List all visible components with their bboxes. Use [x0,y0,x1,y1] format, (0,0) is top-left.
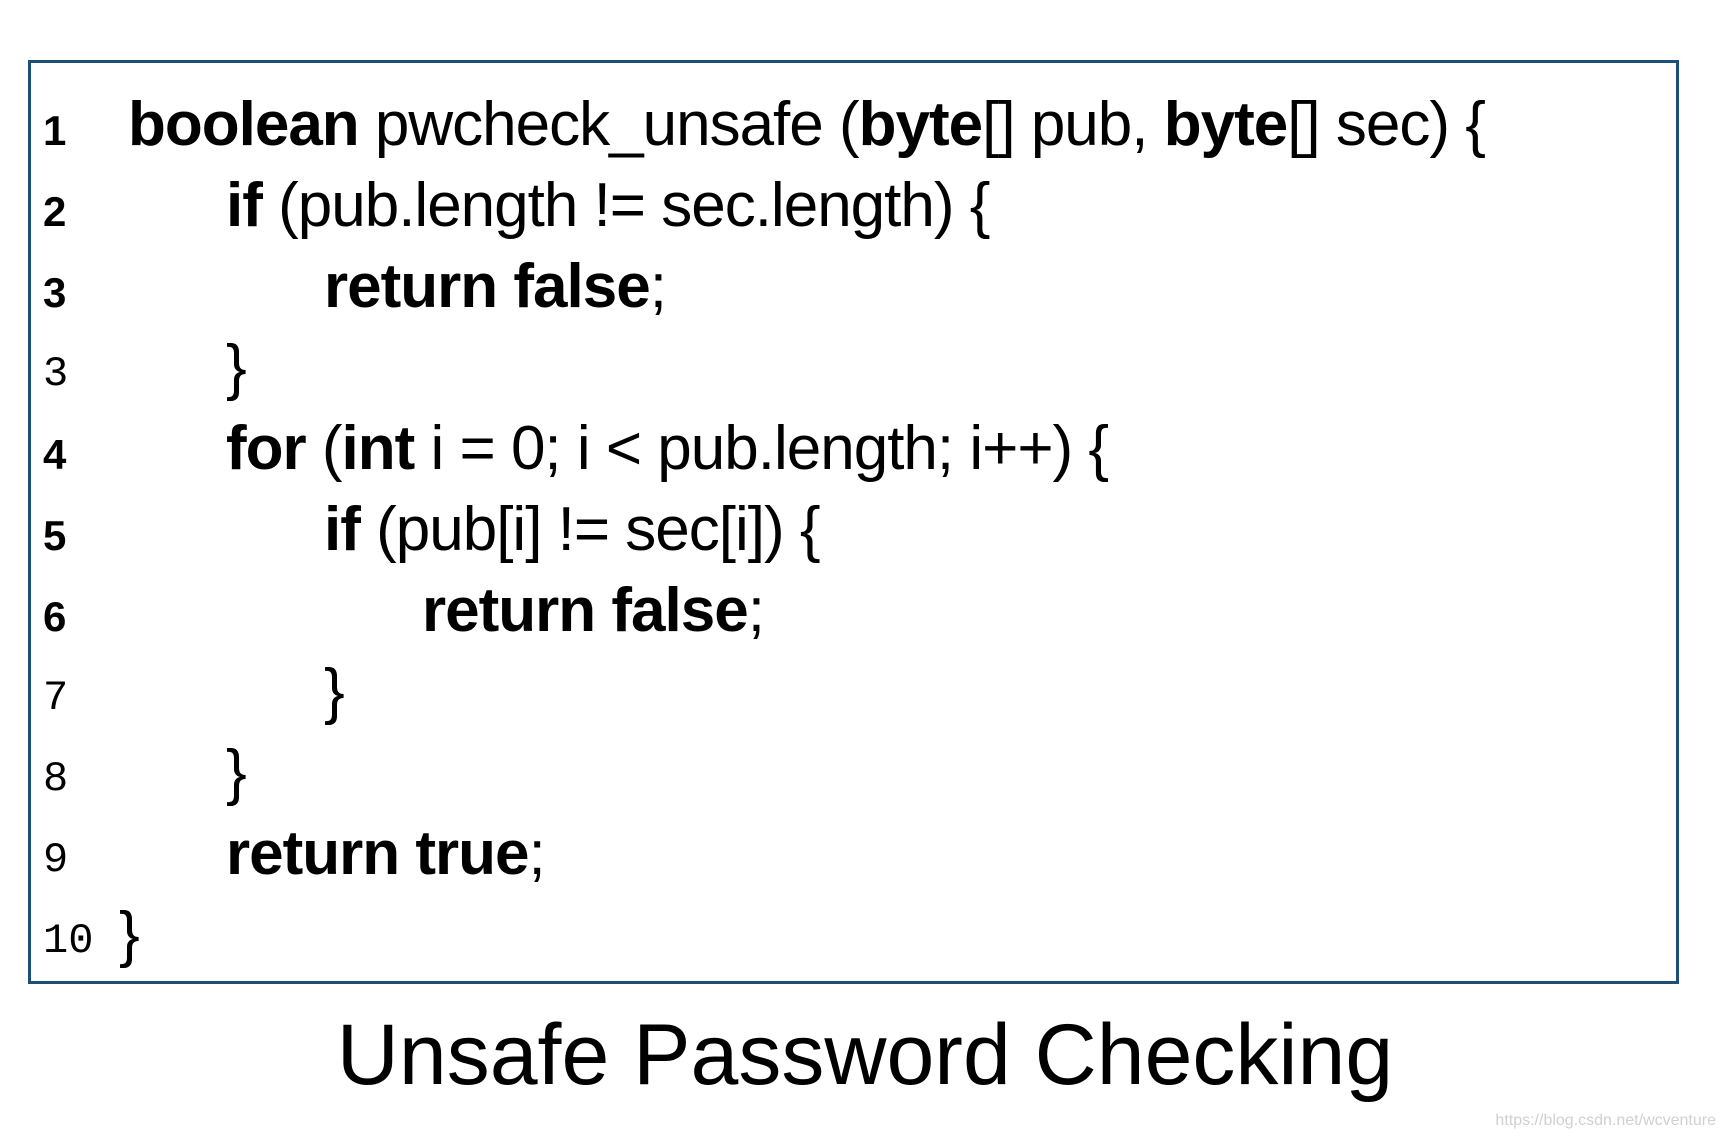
code-text: return true; [226,817,546,891]
code-text: boolean pwcheck_unsafe (byte[] pub, byte… [128,88,1486,162]
code-token: ; [649,252,667,321]
code-text: } [226,736,247,810]
line-number: 5 [43,512,67,559]
code-token: [] pub, [982,90,1164,159]
code-text: } [119,898,140,972]
code-token [595,576,611,645]
code-token [497,252,513,321]
code-keyword: return [422,576,596,645]
code-keyword: int [341,414,416,483]
code-token: [] sec) { [1287,90,1486,159]
code-line: 8} [31,731,1676,812]
code-text: return false; [422,574,765,648]
code-text: if (pub[i] != sec[i]) { [324,493,821,567]
code-token: ; [747,576,765,645]
code-text: if (pub.length != sec.length) { [226,169,990,243]
line-number: 6 [43,593,67,640]
code-text: } [226,331,247,405]
code-keyword: false [513,252,650,321]
code-token: ( [839,90,860,159]
code-text: return false; [324,250,667,324]
code-token: (pub[i] != sec[i]) { [359,495,820,564]
code-token: pwcheck_unsafe [358,90,839,159]
line-number: 2 [43,188,67,235]
code-keyword: true [415,819,529,888]
line-number: 10 [43,917,94,965]
line-number: 8 [43,755,69,803]
code-token: ( [305,414,343,483]
code-text: } [324,655,345,729]
code-line: 6 return false; [31,569,1676,650]
code-token [399,819,415,888]
line-number: 3 [43,269,67,316]
code-line: 5 if (pub[i] != sec[i]) { [31,488,1676,569]
code-line: 7} [31,650,1676,731]
code-token: i = 0; i < pub.length; i++) { [414,414,1110,483]
code-line: 2 if (pub.length != sec.length) { [31,164,1676,245]
code-line: 9 return true; [31,812,1676,893]
code-token: ; [528,819,546,888]
line-number: 3 [43,350,69,398]
code-token: } [119,900,140,969]
code-text: for (int i = 0; i < pub.length; i++) { [226,412,1110,486]
watermark-url: https://blog.csdn.net/wcventure [1495,1112,1716,1129]
code-keyword: if [226,171,263,240]
code-keyword: return [226,819,400,888]
line-number: 9 [43,836,69,884]
code-keyword: for [226,414,307,483]
code-token: } [226,333,247,402]
code-keyword: byte [858,90,983,159]
code-line: 3} [31,326,1676,407]
code-token: } [226,738,247,807]
figure-caption: Unsafe Password Checking [336,1007,1394,1103]
line-number: 4 [43,431,67,478]
code-keyword: false [611,576,748,645]
code-line: 3 return false; [31,245,1676,326]
code-token: } [324,657,345,726]
code-line: 4 for (int i = 0; i < pub.length; i++) { [31,407,1676,488]
code-keyword: byte [1163,90,1288,159]
code-token: (pub.length != sec.length) { [261,171,990,240]
code-keyword: if [324,495,361,564]
code-keyword: return [324,252,498,321]
line-number: 7 [43,674,69,722]
line-number: 1 [43,107,67,154]
code-keyword: boolean [128,90,360,159]
code-line: 10} [31,893,1676,974]
